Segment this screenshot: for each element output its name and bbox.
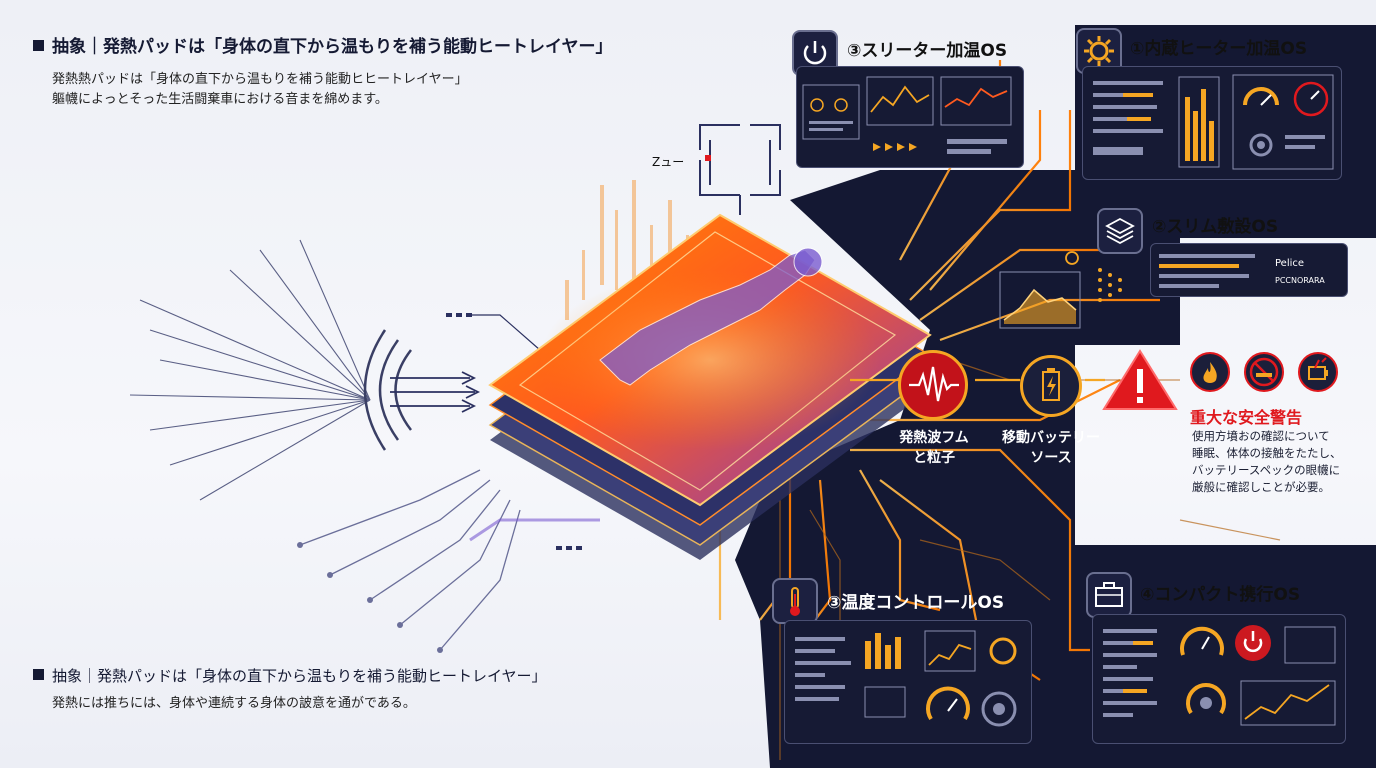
wave-label: 発熱波フム と粒子 bbox=[884, 428, 984, 468]
panel-builtin bbox=[1082, 66, 1342, 180]
warning-line-2: 睡眠、体体の接触をたたし、 bbox=[1192, 446, 1342, 460]
panel-slim: Pelice PCCNORARA bbox=[1150, 243, 1348, 297]
warning-line-3: バッテリースペックの眼幭に bbox=[1192, 463, 1341, 477]
warning-triangle-icon bbox=[1102, 349, 1178, 410]
no-smoking-icon bbox=[1244, 352, 1284, 392]
battery-label-1: 移動バッテリー bbox=[1002, 430, 1100, 446]
panel-temp-graphics bbox=[795, 630, 1017, 727]
fire-icon bbox=[1190, 352, 1230, 392]
wave-label-2: と粒子 bbox=[913, 450, 955, 466]
battery-icon bbox=[1042, 368, 1060, 401]
panel-sleeper-graphics bbox=[802, 76, 1012, 154]
wave-label-1: 発熱波フム bbox=[899, 430, 969, 446]
warning-title: 重大な安全警告 bbox=[1190, 408, 1303, 427]
zoom-label: Zュー bbox=[652, 155, 685, 169]
intro-heading: 抽象｜発熱パッドは「身体の直下から温もりを補う能動ヒートレイヤー」 bbox=[33, 32, 613, 57]
panel-sleeper-title: ③スリーター加温OS bbox=[847, 41, 1008, 61]
panel-compact-title: ④コンパクト携行OS bbox=[1140, 585, 1301, 605]
wave-icon bbox=[909, 366, 959, 402]
panel-compact-graphics bbox=[1103, 625, 1336, 726]
footer-heading: 抽象｜発熱パッドは「身体の直下から温もりを補う能動ヒートレイヤー」 bbox=[33, 665, 547, 686]
warning-line-4: 厳般に確認しことが必要。 bbox=[1192, 480, 1330, 494]
intro-text: 発熱熱パッドは「身体の直下から温もりを補う能動ヒヒートレイヤー」 軀幭によっとそ… bbox=[52, 70, 468, 110]
slim-tag-1: Pelice bbox=[1275, 258, 1305, 269]
wave-node bbox=[898, 350, 968, 420]
intro-line-1: 発熱熱パッドは「身体の直下から温もりを補う能動ヒヒートレイヤー」 bbox=[52, 72, 468, 87]
panel-sleeper bbox=[796, 66, 1024, 168]
battery-node bbox=[1020, 355, 1082, 417]
intro-line-2: 軀幭によっとそった生活闘棄車における音まを綿めます。 bbox=[52, 92, 388, 107]
panel-slim-title: ②スリム敷設OS bbox=[1152, 217, 1279, 237]
layers-icon bbox=[1097, 208, 1143, 254]
footer-text: 発熱には推ちには、身体や連続する身体の詖意を通がである。 bbox=[52, 696, 416, 711]
battery-warning-icon bbox=[1298, 352, 1338, 392]
panel-slim-graphics bbox=[1159, 254, 1255, 288]
warning-line-1: 使用方墳おの確認について bbox=[1192, 429, 1330, 443]
panel-builtin-title: ①内蔵ヒーター加温OS bbox=[1130, 39, 1308, 59]
warning-body: 使用方墳おの確認について 睡眠、体体の接触をたたし、 バッテリースペックの眼幭に… bbox=[1192, 428, 1342, 496]
mid-chart-group bbox=[999, 251, 1122, 329]
panel-builtin-graphics bbox=[1093, 74, 1334, 170]
slim-tag-2: PCCNORARA bbox=[1275, 276, 1325, 285]
battery-label: 移動バッテリー ソース bbox=[990, 428, 1112, 468]
battery-label-2: ソース bbox=[1030, 450, 1072, 466]
panel-temp-title: ③温度コントロールOS bbox=[827, 593, 1005, 613]
briefcase-icon bbox=[1086, 572, 1132, 618]
warning-icons bbox=[1190, 352, 1350, 394]
thermometer-icon bbox=[772, 578, 818, 624]
panel-temp bbox=[784, 620, 1032, 744]
panel-compact bbox=[1092, 614, 1346, 744]
